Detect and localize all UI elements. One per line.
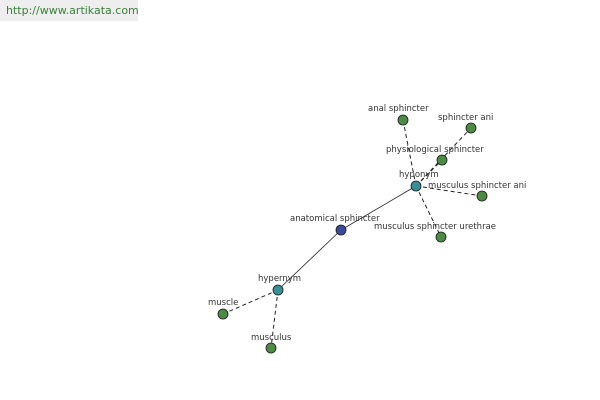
url-text[interactable]: http://www.artikata.com [6, 4, 139, 17]
label-anal[interactable]: anal sphincter [368, 104, 429, 114]
label-ani[interactable]: sphincter ani [438, 113, 493, 123]
node-physio[interactable] [436, 154, 448, 166]
label-musculus[interactable]: musculus [251, 333, 292, 343]
label-hypernym[interactable]: hypernym [258, 274, 301, 284]
label-center[interactable]: anatomical sphincter [290, 214, 380, 224]
graph-labels: anatomical sphincter hyponym hypernym anal … [208, 104, 526, 343]
node-muscle[interactable] [217, 308, 229, 320]
node-msureth[interactable] [435, 231, 447, 243]
edge-hyponym-ani [415, 127, 472, 187]
edge-hyponym-msureth [415, 185, 442, 238]
node-ani[interactable] [465, 122, 477, 134]
edge-hypernym-musculus [270, 289, 279, 349]
url-watermark: http://www.artikata.com [0, 0, 139, 21]
node-center[interactable] [335, 224, 347, 236]
label-hyponym[interactable]: hyponym [399, 170, 439, 180]
node-musculus[interactable] [265, 342, 277, 354]
edge-center-hypernym [277, 229, 342, 291]
edge-hyponym-physio [415, 159, 443, 187]
node-msani[interactable] [476, 190, 488, 202]
edge-hyponym-anal [402, 119, 417, 187]
graph-edges [222, 119, 483, 349]
node-hyponym[interactable] [410, 180, 422, 192]
label-physio[interactable]: physiological sphincter [386, 145, 484, 155]
edge-center-hyponym [340, 185, 417, 231]
node-hypernym[interactable] [272, 284, 284, 296]
label-msureth[interactable]: musculus sphincter urethrae [374, 222, 496, 232]
edge-hypernym-muscle [222, 289, 279, 315]
graph-nodes [217, 114, 488, 354]
label-muscle[interactable]: muscle [208, 298, 238, 308]
node-anal[interactable] [397, 114, 409, 126]
label-msani[interactable]: musculus sphincter ani [428, 181, 526, 191]
